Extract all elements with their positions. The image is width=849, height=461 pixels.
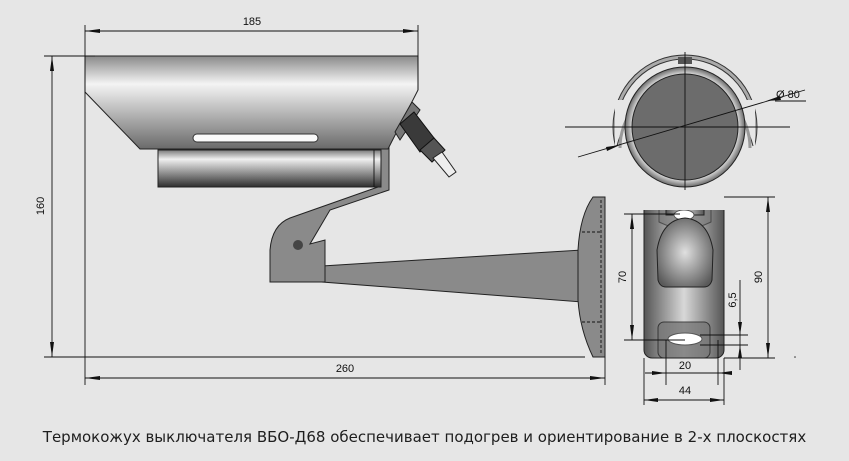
front-dimensions: 90 70 6,5 20 44 xyxy=(617,196,796,405)
dim-diameter-80: Ø 80 xyxy=(776,89,800,101)
dim-90: 90 xyxy=(753,271,765,283)
mount-slot xyxy=(667,332,703,346)
camera-cylinder xyxy=(157,149,382,188)
dim-185: 185 xyxy=(243,16,261,28)
front-view: Ø 80 xyxy=(565,52,806,359)
pivot-pin xyxy=(293,240,303,250)
dim-6-5: 6,5 xyxy=(727,292,739,307)
wall-arm xyxy=(321,249,583,303)
side-dimensions: 185 160 260 xyxy=(35,16,606,385)
caption: Термокожух выключателя ВБО-Д68 обеспечив… xyxy=(42,428,807,446)
side-view xyxy=(84,55,606,358)
dim-160: 160 xyxy=(35,197,47,215)
dim-70: 70 xyxy=(617,271,629,283)
wall-plate xyxy=(577,196,606,358)
dim-44: 44 xyxy=(679,385,691,397)
ball-joint xyxy=(656,217,714,288)
cable-gland xyxy=(394,101,457,178)
dim-20: 20 xyxy=(679,360,691,372)
housing-slot xyxy=(192,133,319,143)
dim-260: 260 xyxy=(336,363,354,375)
